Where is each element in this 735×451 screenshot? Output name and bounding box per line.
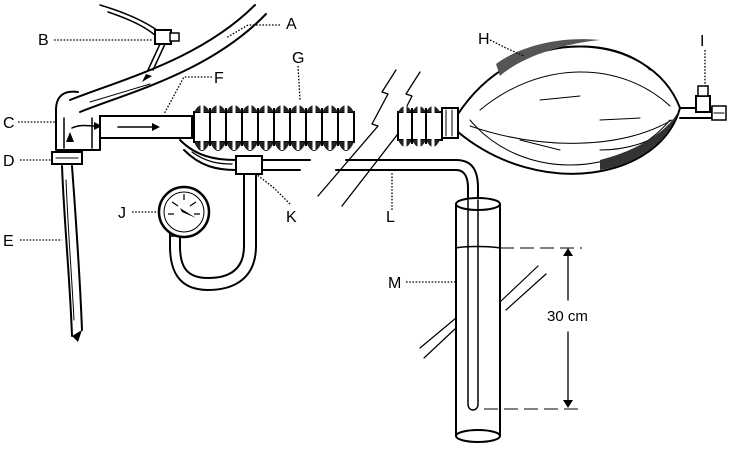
valve-collar-d [51, 151, 83, 165]
label-h: H [478, 31, 490, 48]
corrugated-tube-g-continued [397, 104, 459, 148]
label-l: L [386, 209, 395, 226]
exhaust-tube-e [61, 165, 83, 342]
cylinder-m [419, 197, 547, 443]
t-joint-k [235, 155, 263, 175]
label-b: B [38, 32, 49, 49]
pressure-line-l [261, 159, 479, 205]
measurement-guides [484, 247, 584, 410]
corrugated-tube-g [193, 104, 355, 151]
tube-f [99, 115, 193, 139]
label-j: J [118, 205, 126, 222]
label-g: G [292, 50, 304, 67]
gauge-tube [169, 173, 257, 291]
leader-lines [18, 24, 706, 283]
label-e: E [3, 233, 14, 250]
supply-tube-a [69, 4, 267, 113]
valve-i [679, 85, 727, 121]
water-column-height: 30 cm [547, 308, 588, 325]
label-i: I [700, 33, 704, 50]
label-m: M [388, 275, 401, 292]
pressure-gauge-j [157, 185, 211, 239]
label-d: D [3, 153, 15, 170]
label-c: C [3, 115, 15, 132]
stopcock-b [99, 4, 180, 82]
labels: A B C D E F G H I J K L M 30 cm [3, 16, 704, 325]
label-k: K [286, 209, 297, 226]
label-f: F [214, 70, 224, 87]
tube-to-manometer [179, 139, 237, 171]
label-a: A [286, 16, 297, 33]
reservoir-bag-h [457, 39, 682, 175]
